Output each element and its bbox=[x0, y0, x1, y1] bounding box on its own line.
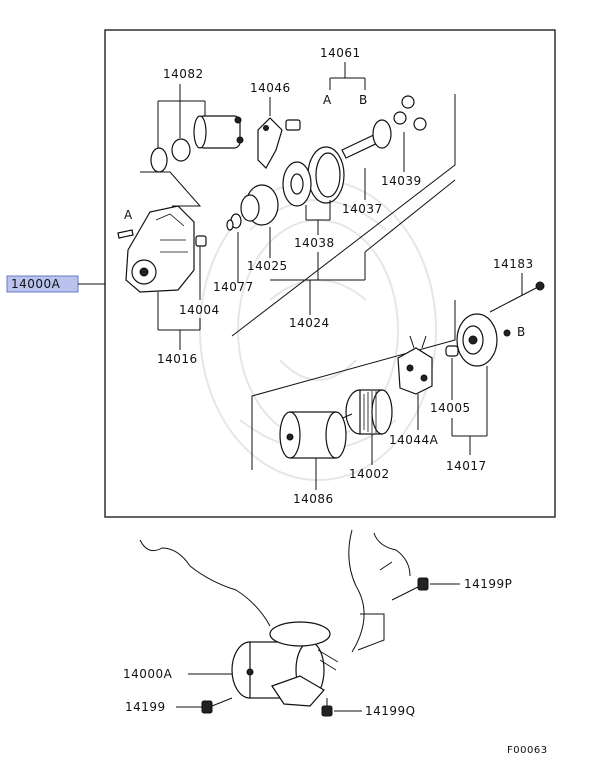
nut-14199Q bbox=[321, 698, 333, 717]
part-label-14082[interactable]: 14082 bbox=[163, 67, 204, 81]
solenoid-switch bbox=[193, 115, 244, 149]
part-label-14038[interactable]: 14038 bbox=[294, 236, 335, 250]
sub-label-B: B bbox=[359, 93, 368, 107]
part-label-14017[interactable]: 14017 bbox=[446, 459, 487, 473]
part-tag-14000A-highlight[interactable]: 14000A bbox=[6, 275, 105, 293]
part-label-14000A-installed[interactable]: 14000A bbox=[123, 667, 173, 681]
shift-lever-group: 14046 bbox=[250, 81, 301, 169]
armature-shaft-group: 14061 A B bbox=[320, 46, 427, 172]
overrunning-clutch bbox=[226, 184, 279, 231]
solenoid-gasket bbox=[171, 138, 191, 162]
bushing-14004 bbox=[195, 235, 207, 247]
part-label-14199Q[interactable]: 14199Q bbox=[365, 704, 416, 718]
part-label-14183[interactable]: 14183 bbox=[493, 257, 534, 271]
rear-end-cover bbox=[456, 313, 511, 367]
part-label-14199[interactable]: 14199 bbox=[125, 700, 166, 714]
sub-label-A: A bbox=[323, 93, 332, 107]
ref-label-A: A bbox=[124, 208, 133, 222]
part-label-14077[interactable]: 14077 bbox=[213, 280, 254, 294]
solenoid-group: 14082 bbox=[140, 67, 244, 207]
figure-code: F00063 bbox=[507, 745, 548, 756]
part-label-14086[interactable]: 14086 bbox=[293, 492, 334, 506]
part-label-14016[interactable]: 14016 bbox=[157, 352, 198, 366]
part-label-14025[interactable]: 14025 bbox=[247, 259, 288, 273]
engine-outline bbox=[139, 529, 411, 653]
installed-starter bbox=[231, 621, 339, 707]
yoke bbox=[279, 411, 347, 459]
bolt-14199P bbox=[391, 577, 429, 601]
part-label-14004[interactable]: 14004 bbox=[179, 303, 220, 317]
upper-group-boundary bbox=[231, 94, 456, 337]
through-bolt bbox=[489, 281, 545, 313]
armature bbox=[337, 389, 393, 435]
bolt-A bbox=[117, 229, 134, 239]
internal-gear-ring bbox=[282, 146, 345, 207]
exploded-view-frame bbox=[104, 29, 556, 518]
part-label-14199P[interactable]: 14199P bbox=[464, 577, 512, 591]
part-label-14046[interactable]: 14046 bbox=[250, 81, 291, 95]
bearing-14005 bbox=[445, 345, 459, 357]
part-label-14037[interactable]: 14037 bbox=[342, 202, 383, 216]
part-label-14061[interactable]: 14061 bbox=[320, 46, 361, 60]
bolt-14199 bbox=[201, 697, 233, 714]
part-label-14002[interactable]: 14002 bbox=[349, 467, 390, 481]
part-label-14005[interactable]: 14005 bbox=[430, 401, 471, 415]
brush-holder bbox=[397, 335, 433, 395]
part-label-14044A[interactable]: 14044A bbox=[389, 433, 439, 447]
solenoid-plate bbox=[150, 147, 168, 173]
ref-label-B: B bbox=[517, 325, 526, 339]
part-label-14039[interactable]: 14039 bbox=[381, 174, 422, 188]
front-housing bbox=[125, 205, 207, 293]
part-label-14024[interactable]: 14024 bbox=[289, 316, 330, 330]
lower-group-boundary bbox=[251, 300, 456, 470]
part-label-14000A[interactable]: 14000A bbox=[11, 277, 61, 291]
